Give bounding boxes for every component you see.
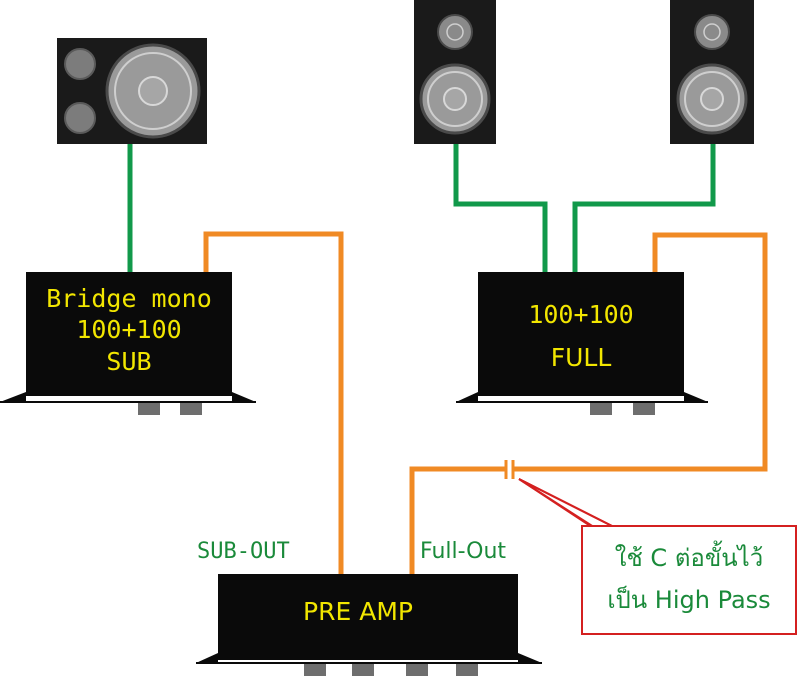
left-speaker-wire <box>453 144 548 272</box>
note-line1: ใช้ C ต่อขั้นไว้ <box>615 540 763 572</box>
full-signal-wire-left <box>409 466 506 575</box>
full-amp-jack-left <box>590 403 612 415</box>
pre-amp-jack-1 <box>304 664 326 676</box>
note-line2: เป็น High Pass <box>607 585 770 614</box>
right-tweeter <box>694 14 730 50</box>
sub-amp-jack-right <box>180 403 202 415</box>
pre-amp-jack-3 <box>406 664 428 676</box>
full-amp-line2: FULL <box>551 343 612 372</box>
right-speaker <box>670 0 754 144</box>
left-speaker <box>414 0 496 144</box>
left-tweeter <box>437 14 473 50</box>
sub-tweeter-bottom <box>64 102 96 134</box>
note-box <box>581 525 797 635</box>
pre-amp-label: PRE AMP <box>303 597 413 626</box>
sub-amp-line3: SUB <box>106 347 151 376</box>
pre-amp-jack-4 <box>456 664 478 676</box>
sub-out-label: SUB-OUT <box>197 539 290 564</box>
sub-amplifier: Bridge mono 100+100 SUB <box>0 272 256 415</box>
full-amplifier: 100+100 FULL <box>456 272 708 415</box>
pre-amp-jack-2 <box>352 664 374 676</box>
capacitor-symbol <box>504 460 515 479</box>
speaker-wires <box>127 144 716 272</box>
signal-wires <box>203 231 768 575</box>
right-speaker-wire <box>572 144 716 272</box>
full-out-label: Full-Out <box>420 539 506 564</box>
sub-amp-line2: 100+100 <box>76 315 181 344</box>
high-pass-note: ใช้ C ต่อขั้นไว้ เป็น High Pass <box>518 478 797 635</box>
full-signal-wire-right <box>513 232 768 472</box>
sub-signal-wire <box>203 231 344 575</box>
full-amp-jack-right <box>633 403 655 415</box>
sub-amp-jack-left <box>138 403 160 415</box>
sub-amp-line1: Bridge mono <box>46 284 212 313</box>
full-amp-line1: 100+100 <box>528 300 633 329</box>
subwoofer-speaker <box>57 38 207 144</box>
pre-amplifier: PRE AMP <box>196 574 542 676</box>
sub-tweeter-top <box>64 48 96 80</box>
